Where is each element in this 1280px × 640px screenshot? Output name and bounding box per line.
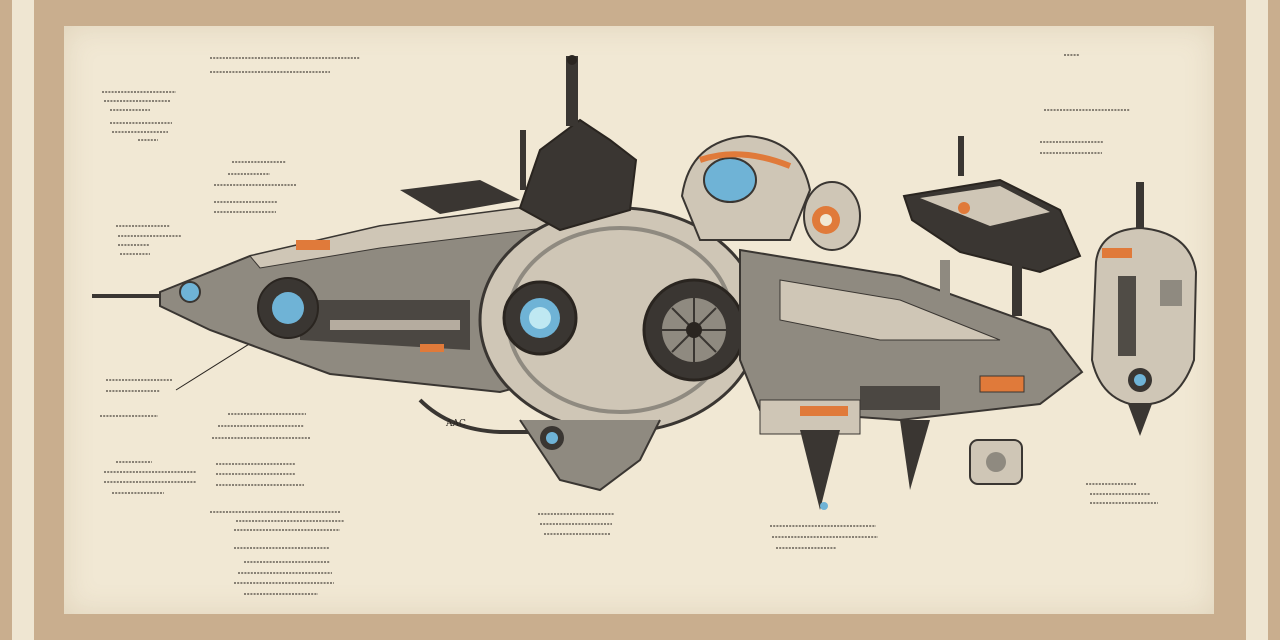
- frame-mat-right: [1246, 0, 1268, 640]
- annotation-right: [1040, 54, 1158, 504]
- detached-turret-module: [902, 136, 1082, 316]
- annotation-top-left: [102, 57, 360, 255]
- bridge-tower: [518, 118, 638, 232]
- spaceship-main: AAC: [92, 55, 1084, 510]
- detached-side-pod: [1090, 182, 1198, 436]
- annotation-blocks: [100, 54, 1158, 595]
- annotation-left-mid: [100, 335, 310, 439]
- annotation-bottom-center: [538, 513, 878, 549]
- frame-mat-left: [12, 0, 34, 640]
- hull-callout: AAC: [445, 419, 466, 429]
- annotation-bottom-left: [104, 461, 344, 595]
